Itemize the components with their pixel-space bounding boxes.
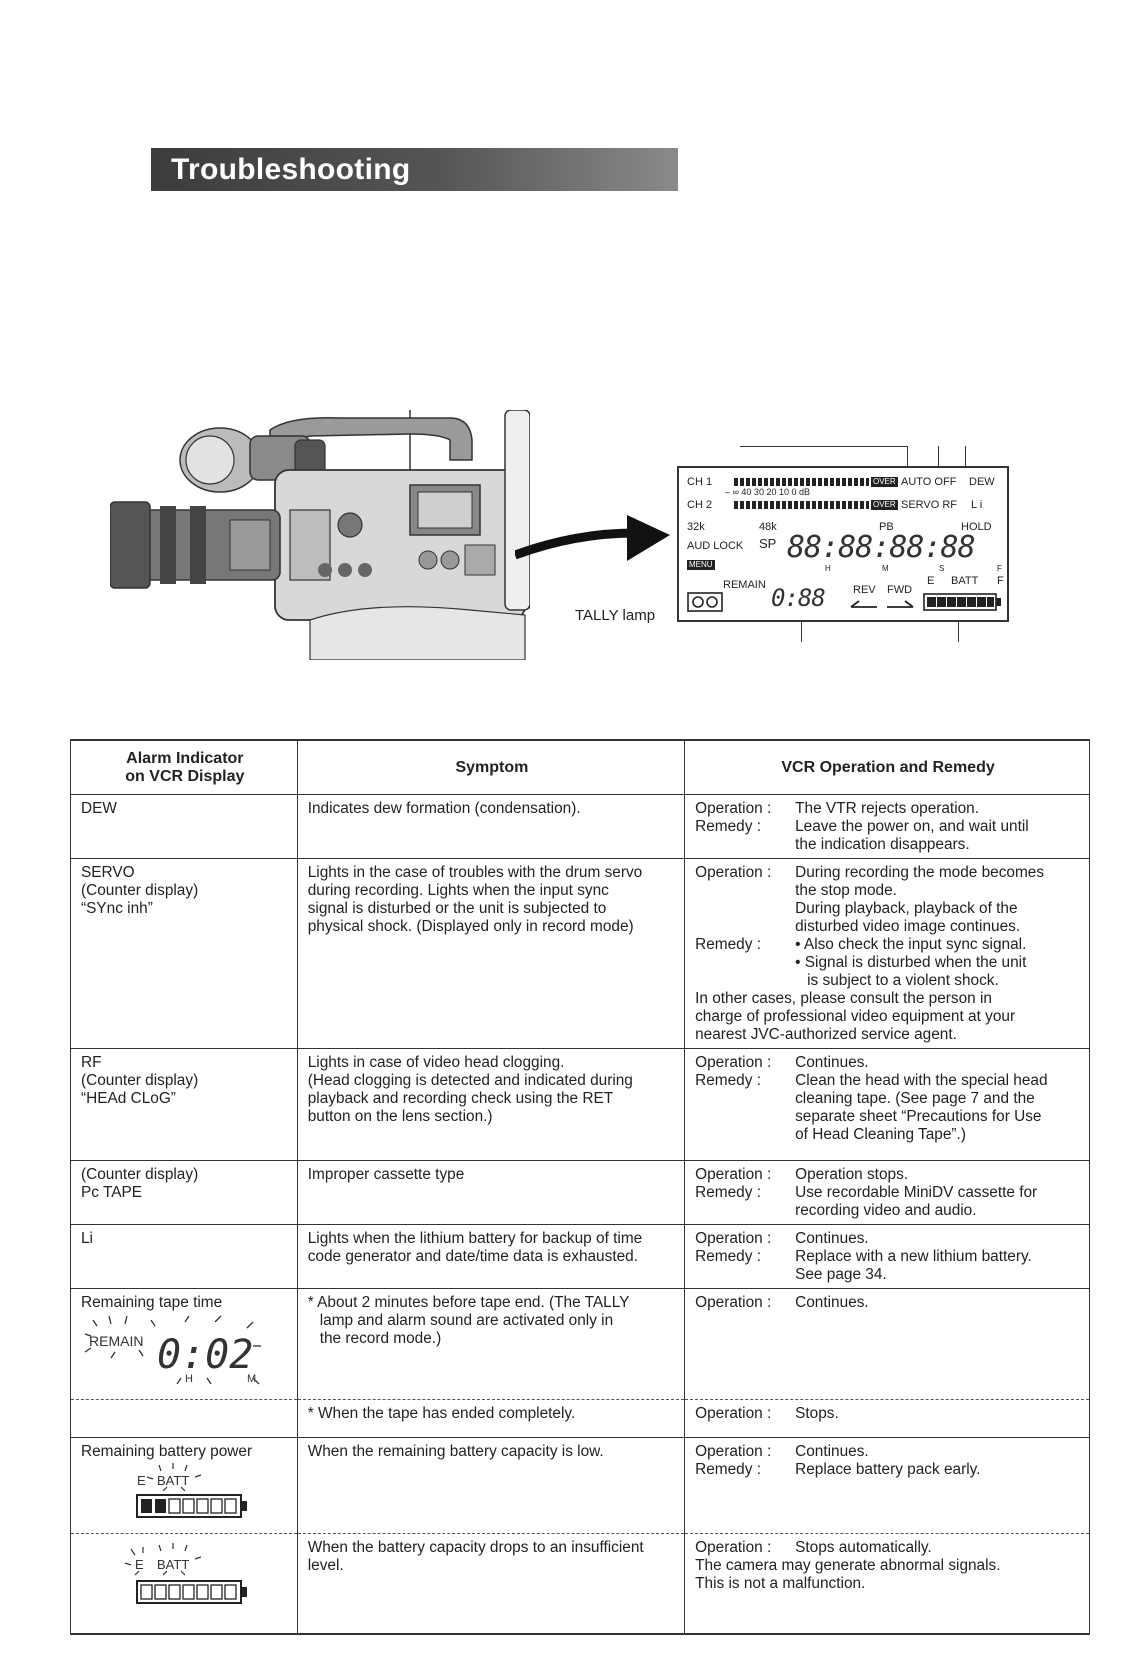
lcd-li: L i (971, 499, 983, 511)
symptom-cell: * About 2 minutes before tape end. (The … (296, 1288, 686, 1400)
lcd-over-1: OVER (871, 477, 898, 487)
lcd-batt-f: F (997, 575, 1004, 587)
lcd-auto-off: AUTO OFF (901, 476, 957, 488)
symptom-cell: Lights in case of video head clogging. (… (296, 1048, 686, 1161)
remedy-cell: Operation :Stops automatically. The came… (684, 1533, 1090, 1635)
battery-icon (923, 593, 1001, 611)
lcd-32k: 32k (687, 521, 705, 533)
ch2-level-meter (734, 501, 869, 509)
ch1-level-meter (734, 478, 869, 486)
alarm-table: Alarm Indicator on VCR Display Symptom V… (70, 739, 1090, 1635)
lcd-batt: BATT (951, 575, 979, 587)
indicator-cell: E BATT (70, 1533, 298, 1635)
lcd-48k: 48k (759, 521, 777, 533)
page-title: Troubleshooting (151, 148, 678, 191)
symptom-cell: Lights in the case of troubles with the … (296, 858, 686, 1049)
indicator-cell: Li (70, 1224, 298, 1289)
remedy-cell: Operation :Operation stops. Remedy : Use… (684, 1160, 1090, 1225)
lcd-rev: REV (853, 584, 876, 596)
lcd-timecode: 88:88:88:88 (787, 530, 976, 565)
symptom-cell: Indicates dew formation (condensation). (296, 794, 686, 859)
header-alarm-indicator: Alarm Indicator on VCR Display (70, 739, 298, 795)
remedy-cell: Operation :Continues. Remedy :Replace ba… (684, 1437, 1090, 1534)
symptom-cell: * When the tape has ended completely. (296, 1399, 686, 1438)
lcd-s: S (939, 564, 945, 573)
cassette-icon (687, 592, 723, 612)
lcd-m: M (882, 564, 889, 573)
symptom-cell: Lights when the lithium battery for back… (296, 1224, 686, 1289)
lcd-aud-lock: AUD LOCK (687, 540, 744, 552)
indicator-cell: RF (Counter display) “HEAd CLoG” (70, 1048, 298, 1161)
tally-lamp-label: TALLY lamp (575, 607, 656, 624)
remedy-cell: Operation :The VTR rejects operation. Re… (684, 794, 1090, 859)
rev-fwd-arrows-icon (850, 600, 914, 608)
table-header-row: Alarm Indicator on VCR Display Symptom V… (70, 739, 1090, 795)
remedy-cell: Operation :Continues. (684, 1288, 1090, 1400)
table-row-battery-low: Remaining battery power E BATT (70, 1437, 1090, 1534)
table-row-rf: RF (Counter display) “HEAd CLoG” Lights … (70, 1048, 1090, 1161)
glyph-remain: REMAIN (89, 1333, 143, 1349)
table-row-pc-tape: (Counter display) Pc TAPE Improper casse… (70, 1160, 1090, 1225)
lcd-remain-digits: 0:88 (771, 584, 826, 612)
table-row-tape-ended: * When the tape has ended completely. Op… (70, 1399, 1090, 1438)
lcd-scale: – ∞ 40 30 20 10 0 dB (725, 487, 810, 497)
indicator-cell: DEW (70, 794, 298, 859)
glyph-batt: BATT (157, 1557, 189, 1572)
lcd-over-2: OVER (871, 500, 898, 510)
lcd-fwd: FWD (887, 584, 913, 596)
glyph-e: E (137, 1473, 146, 1488)
indicator-cell: (Counter display) Pc TAPE (70, 1160, 298, 1225)
glyph-batt: BATT (157, 1473, 189, 1488)
lcd-dew: DEW (969, 476, 995, 488)
glyph-m: M (247, 1373, 256, 1385)
indicator-cell: Remaining battery power E BATT (70, 1437, 298, 1534)
glyph-e: E (135, 1557, 144, 1572)
indicator-cell: Remaining tape time REMAIN 0:02 H M (70, 1288, 298, 1400)
symptom-cell: When the battery capacity drops to an in… (296, 1533, 686, 1635)
vcr-lcd-display: CH 1 OVER – ∞ 40 30 20 10 0 dB CH 2 OVER… (677, 466, 1009, 622)
indicator-cell (70, 1399, 298, 1438)
indicator-cell: SERVO (Counter display) “SYnc inh” (70, 858, 298, 1049)
blink-rays-icon: REMAIN 0:02 H M (84, 1315, 261, 1385)
header-symptom: Symptom (296, 739, 686, 795)
symptom-cell: When the remaining battery capacity is l… (296, 1437, 686, 1534)
remedy-cell: Operation : During recording the mode be… (684, 858, 1090, 1049)
lcd-ch1: CH 1 (687, 476, 713, 488)
header-remedy: VCR Operation and Remedy (684, 739, 1090, 795)
lcd-remain: REMAIN (723, 579, 766, 591)
camera-icon (110, 410, 530, 660)
remedy-cell: Operation :Continues. Remedy : Replace w… (684, 1224, 1090, 1289)
battery-icon: E BATT (124, 1543, 247, 1604)
symptom-cell: Improper cassette type (296, 1160, 686, 1225)
lcd-ch2: CH 2 (687, 499, 713, 511)
table-row-servo: SERVO (Counter display) “SYnc inh” Light… (70, 858, 1090, 1049)
lcd-f: F (997, 564, 1002, 573)
lcd-pb: PB (879, 521, 894, 533)
glyph-h: H (185, 1373, 193, 1385)
lcd-sp: SP (759, 536, 777, 551)
table-row-dew: DEW Indicates dew formation (condensatio… (70, 794, 1090, 859)
lcd-h: H (825, 564, 831, 573)
arrow-right-icon (515, 515, 670, 561)
lcd-hold: HOLD (961, 521, 992, 533)
table-row-li: Li Lights when the lithium battery for b… (70, 1224, 1090, 1289)
table-row-remaining-tape: Remaining tape time REMAIN 0:02 H M (70, 1288, 1090, 1400)
remedy-cell: Operation :Stops. (684, 1399, 1090, 1438)
remedy-cell: Operation :Continues. Remedy : Clean the… (684, 1048, 1090, 1161)
table-row-battery-exhausted: E BATT When the battery capacity drops t… (70, 1533, 1090, 1635)
glyph-digits: 0:02 (157, 1332, 253, 1378)
lcd-servo-rf: SERVO RF (901, 499, 958, 511)
lcd-menu: MENU (687, 560, 715, 570)
lcd-e: E (927, 575, 935, 587)
battery-icon: E BATT (136, 1463, 247, 1518)
